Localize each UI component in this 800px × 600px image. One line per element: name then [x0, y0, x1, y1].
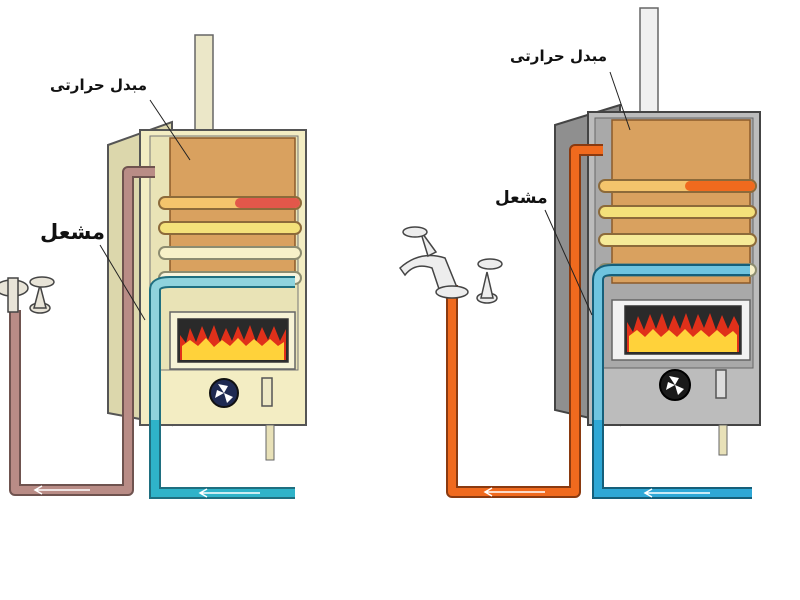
- right-flow-arrow-cold: [643, 488, 710, 498]
- left-faucet-icon: [0, 276, 55, 314]
- right-fan-blades: [666, 376, 684, 395]
- left-flue-pipe: [194, 34, 214, 136]
- right-flames-core: [629, 329, 737, 352]
- right-burner-label: مشعل: [495, 188, 548, 208]
- left-flames-core: [182, 338, 284, 360]
- left-burner-leader: [99, 244, 146, 321]
- right-flow-arrow-hot: [483, 487, 545, 497]
- left-flow-arrow-cold: [198, 488, 260, 498]
- right-heat-exchanger: [611, 119, 751, 284]
- left-heat-exchanger: [169, 137, 296, 284]
- right-flue-pipe: [639, 7, 659, 119]
- right-exchanger-leader: [609, 71, 631, 131]
- right-heater: [399, 7, 761, 499]
- right-gas-pipe: [718, 424, 728, 456]
- right-valve: [715, 369, 727, 399]
- left-heat-exchanger-label: مبدل حرارتی: [50, 76, 148, 94]
- left-heater: [0, 34, 307, 499]
- right-faucet-icon: [399, 226, 503, 304]
- right-heat-exchanger-label: مبدل حرارتی: [510, 47, 608, 65]
- left-valve: [261, 377, 273, 407]
- right-burner-leader: [544, 209, 593, 316]
- left-gas-pipe: [265, 424, 275, 461]
- left-fan-blades: [215, 384, 233, 403]
- right-cold-inlet-pipe: [592, 420, 752, 499]
- left-exchanger-leader: [149, 99, 191, 161]
- left-burner-label: مشعل: [40, 220, 105, 244]
- left-flow-arrow-hot: [33, 485, 90, 495]
